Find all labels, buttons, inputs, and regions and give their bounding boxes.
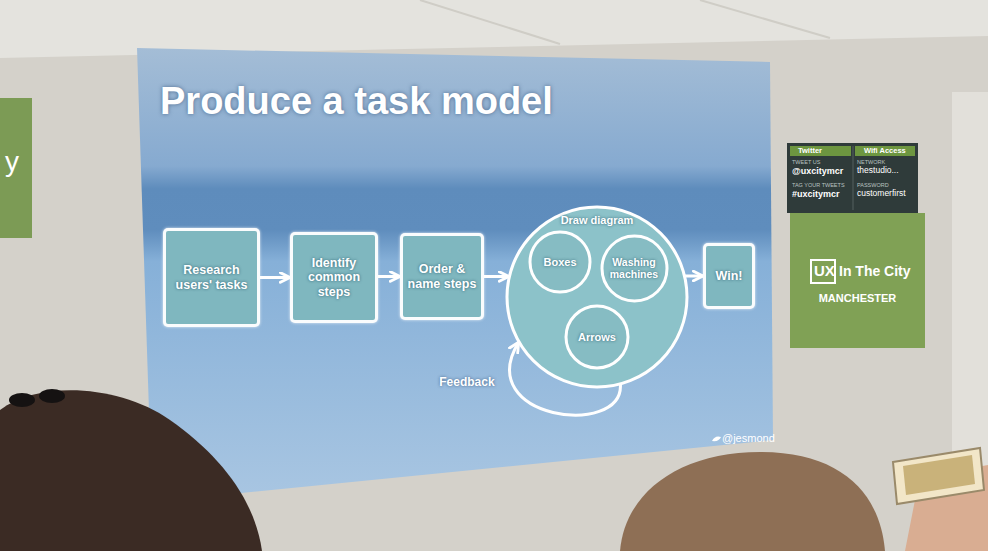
box-text: Research users' tasks [169,263,254,292]
event-poster [790,213,925,348]
panel-value: #uxcitymcr [792,189,840,199]
panel-header [855,146,915,156]
circle-text: Arrows [578,331,616,344]
circle-shape [507,207,687,387]
circle-text: Boxes [543,256,576,269]
phone [893,448,984,504]
panel-caption: TAG YOUR TWEETS [792,182,845,188]
process-box: Research users' tasks [163,228,260,327]
info-panel [787,143,918,213]
box-text: Identify common steps [296,256,372,299]
text-group: Win! [716,269,743,283]
circle-shape [566,306,628,368]
panel-heading: Wifi Access [864,147,906,156]
circle-shape [602,236,667,301]
audience-head [0,390,262,551]
sub-circle: Boxes [528,230,592,294]
panel-caption: NETWORK [857,159,885,165]
logo-frame [811,260,835,283]
circle-text: Washing machines [608,256,661,280]
panel-value: thestudio... [857,166,899,176]
sunglasses [39,389,65,403]
text-group: Order & name steps [406,262,478,291]
activity-circle: Draw diagramBoxes Washing machinesArrows [505,205,689,389]
logo-text: In The City [839,263,911,279]
process-box: Order & name steps [400,233,484,320]
box-text: Win! [716,269,743,283]
text-group: Draw diagram [561,214,634,227]
phone-screen [903,455,975,495]
text-group: Washing machines [608,256,661,280]
sunglasses [9,393,35,407]
panel-header [790,146,851,156]
poster-city: MANCHESTER [790,292,925,305]
poster-letter: y [5,146,19,178]
twitter-bird [712,437,721,442]
logo-mark: UX [814,262,835,279]
process-box: Identify common steps [290,232,378,323]
flow-arrow [260,276,290,279]
flow-arrow [685,275,703,278]
panel-value: @uxcitymcr [792,166,843,176]
panel-caption: PASSWORD [857,182,889,188]
audience-head [620,452,885,551]
text-group: Identify common steps [296,256,372,299]
panel-caption: TWEET US [792,159,820,165]
circle-text: Draw diagram [561,214,634,227]
sub-circle: Washing machines [600,234,669,303]
box-text: Order & name steps [406,262,478,291]
flow-arrow [378,275,400,278]
text-group: Research users' tasks [169,263,254,292]
left-poster [0,98,32,238]
circle-shape [530,232,590,292]
panel-heading: Twitter [798,147,822,156]
edge-label: Feedback [439,376,494,390]
flow-arrow [484,275,509,278]
slide-title: Produce a task model [160,80,553,124]
panel-value: customerfirst [857,189,906,199]
outcome-box: Win! [703,243,755,309]
twitter-handle: @jesmond [722,432,775,445]
text-group: Boxes [543,256,576,269]
ceiling-line [700,0,830,38]
text-group: Arrows [578,331,616,344]
panel-divider [853,146,854,210]
ceiling-line [420,0,560,44]
projected-slide [137,48,773,502]
sub-circle: Arrows [564,304,630,370]
